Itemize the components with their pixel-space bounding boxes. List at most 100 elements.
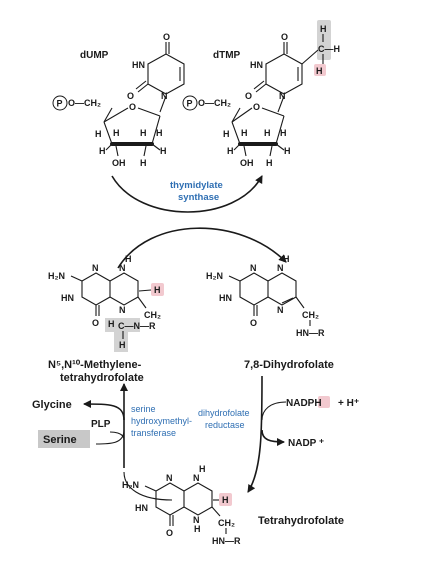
svg-text:H: H bbox=[156, 128, 163, 138]
svg-text:H: H bbox=[222, 495, 229, 505]
nadph-h-pink-highlight bbox=[318, 396, 330, 408]
svg-text:N: N bbox=[277, 305, 284, 315]
dihydrofolate-label: 7,8-Dihydrofolate bbox=[244, 359, 334, 371]
shmt-label-1: serine bbox=[131, 404, 156, 414]
svg-text:HN: HN bbox=[61, 293, 74, 303]
shmt-label-2: hydroxymethyl- bbox=[131, 416, 192, 426]
svg-text:O: O bbox=[253, 102, 260, 112]
methylene-thf-molecule: H₂N N HN O N H N H CH₂ H C—N—R H bbox=[48, 254, 164, 352]
svg-text:H₂N: H₂N bbox=[48, 271, 65, 281]
dtmp-phosphate-icon bbox=[182, 95, 198, 111]
svg-text:H: H bbox=[140, 128, 147, 138]
svg-text:H: H bbox=[140, 158, 147, 168]
svg-text:HN: HN bbox=[132, 60, 145, 70]
svg-text:HN: HN bbox=[219, 293, 232, 303]
svg-text:C—N—R: C—N—R bbox=[118, 321, 156, 331]
svg-text:HN—R: HN—R bbox=[296, 328, 325, 338]
dihydrofolate-molecule: H₂N N HN O N H N CH₂ HN—R bbox=[206, 254, 325, 338]
svg-text:H: H bbox=[119, 340, 126, 350]
svg-text:H: H bbox=[160, 146, 167, 156]
svg-text:HN: HN bbox=[250, 60, 263, 70]
dhfr-label-2: reductase bbox=[205, 420, 245, 430]
svg-text:H: H bbox=[95, 129, 102, 139]
svg-text:H: H bbox=[125, 254, 132, 264]
dhfr-label-1: dihydrofolate bbox=[198, 408, 250, 418]
dump-label: dUMP bbox=[80, 50, 109, 61]
dtmp-thymine-ring bbox=[265, 53, 303, 95]
shmt-label-3: transferase bbox=[131, 428, 176, 438]
svg-text:N: N bbox=[119, 305, 126, 315]
svg-text:H: H bbox=[266, 158, 273, 168]
thymidylate-synthase-label-2: synthase bbox=[178, 192, 219, 203]
svg-text:O: O bbox=[163, 32, 170, 42]
nadph-label: NADPH bbox=[286, 398, 322, 409]
methylene-thf-label-2: tetrahydrofolate bbox=[60, 372, 144, 384]
svg-text:H: H bbox=[284, 146, 291, 156]
svg-text:N: N bbox=[277, 263, 284, 273]
thf-h-pink-highlight bbox=[219, 493, 232, 506]
svg-text:O: O bbox=[250, 318, 257, 328]
plp-label: PLP bbox=[91, 419, 111, 430]
svg-text:H: H bbox=[199, 464, 206, 474]
nadp-label: NADP ⁺ bbox=[288, 438, 324, 449]
svg-text:CH₂: CH₂ bbox=[302, 310, 319, 320]
serine-box bbox=[38, 430, 90, 448]
tetrahydrofolate-label: Tetrahydrofolate bbox=[258, 515, 344, 527]
svg-text:H: H bbox=[108, 319, 115, 329]
svg-text:HN: HN bbox=[135, 503, 148, 513]
svg-text:HN—R: HN—R bbox=[212, 536, 241, 546]
svg-text:O: O bbox=[245, 91, 252, 101]
svg-text:H₂N: H₂N bbox=[206, 271, 223, 281]
svg-text:O: O bbox=[127, 91, 134, 101]
svg-text:H: H bbox=[99, 146, 106, 156]
methylene-h-pink-highlight bbox=[151, 283, 164, 296]
svg-text:P: P bbox=[57, 99, 63, 109]
svg-text:N: N bbox=[250, 263, 257, 273]
thymidylate-synthase-label-1: thymidylate bbox=[170, 180, 223, 191]
svg-text:O—CH₂: O—CH₂ bbox=[198, 98, 231, 108]
svg-text:N: N bbox=[92, 263, 99, 273]
svg-text:O: O bbox=[129, 102, 136, 112]
h-plus-label: + H⁺ bbox=[338, 398, 359, 409]
svg-text:O: O bbox=[281, 32, 288, 42]
to-glycine-arrow bbox=[83, 400, 125, 421]
methylene-thf-label-1: N⁵,N¹⁰-Methylene- bbox=[48, 359, 142, 371]
svg-text:H: H bbox=[154, 285, 161, 295]
dtmp-molecule: dTMP H C—H H O HN O N P O—CH₂ O H H H bbox=[182, 20, 340, 168]
svg-text:H₂N: H₂N bbox=[122, 480, 139, 490]
methyl-gray-highlight bbox=[317, 20, 331, 60]
svg-text:CH₂: CH₂ bbox=[144, 310, 161, 320]
svg-text:N: N bbox=[119, 263, 126, 273]
svg-text:N: N bbox=[193, 473, 200, 483]
dtmp-label: dTMP bbox=[213, 50, 241, 61]
svg-text:H: H bbox=[320, 24, 327, 34]
svg-text:H: H bbox=[113, 128, 120, 138]
svg-text:OH: OH bbox=[112, 158, 126, 168]
glycine-label: Glycine bbox=[32, 399, 72, 411]
dump-phosphate-icon bbox=[52, 95, 68, 111]
svg-text:N: N bbox=[161, 91, 168, 101]
serine-label: Serine bbox=[43, 434, 77, 446]
svg-text:N: N bbox=[279, 91, 286, 101]
svg-text:H: H bbox=[316, 66, 323, 76]
dump-molecule: dUMP O HN O N P O—CH₂ O H H H H H H OH bbox=[52, 32, 185, 168]
svg-text:N: N bbox=[166, 473, 173, 483]
svg-text:H: H bbox=[280, 128, 287, 138]
svg-text:C—H: C—H bbox=[318, 44, 340, 54]
methylene-to-dhf-arrow bbox=[117, 227, 287, 269]
svg-text:H: H bbox=[241, 128, 248, 138]
dhf-to-thf-arrow bbox=[247, 375, 263, 493]
svg-text:N: N bbox=[193, 515, 200, 525]
dump-uracil-ring bbox=[147, 53, 185, 95]
svg-text:H: H bbox=[283, 254, 290, 264]
svg-text:OH: OH bbox=[240, 158, 254, 168]
svg-text:H: H bbox=[264, 128, 271, 138]
svg-text:CH₂: CH₂ bbox=[218, 518, 235, 528]
svg-text:O: O bbox=[166, 528, 173, 538]
svg-text:H: H bbox=[227, 146, 234, 156]
svg-text:P: P bbox=[187, 99, 193, 109]
svg-text:H: H bbox=[223, 129, 230, 139]
dump-to-dtmp-arrow bbox=[111, 175, 263, 213]
